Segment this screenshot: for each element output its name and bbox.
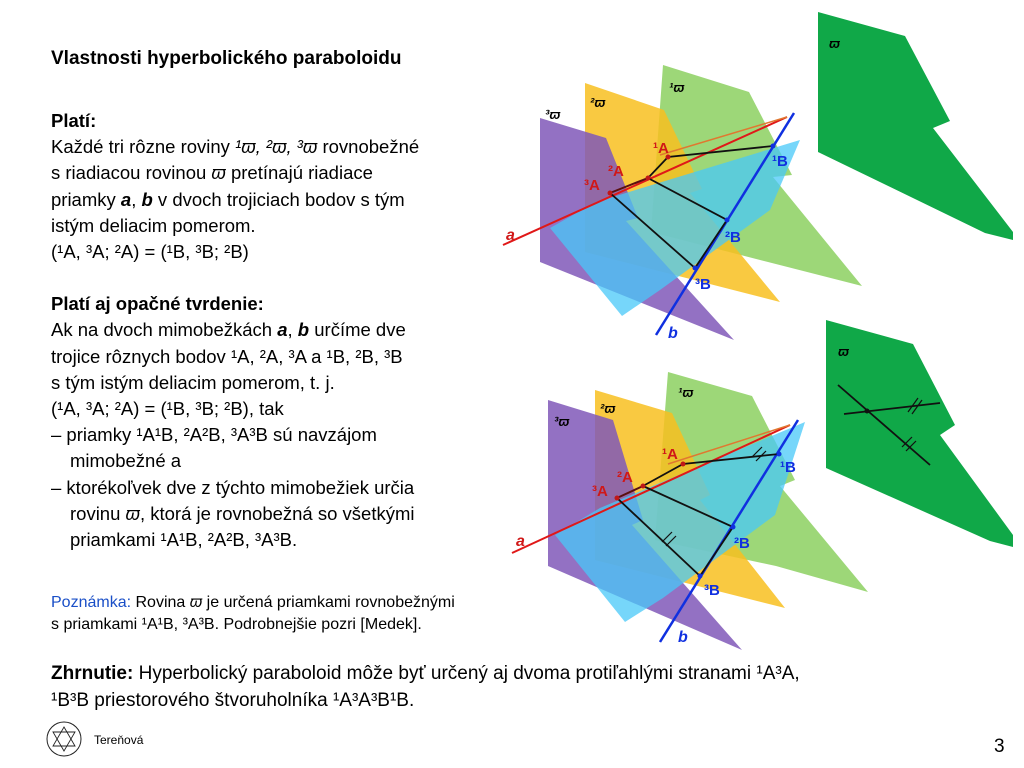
label-A1-bottom: ¹A [662,446,678,463]
label-b-bottom: b [678,629,688,646]
summary-line2: ¹B³B priestorového štvoruholníka ¹A³A³B¹… [51,690,415,711]
main-text: Platí: Každé tri rôzne roviny ¹ϖ, ²ϖ, ³ϖ… [51,108,521,553]
label-A3-bottom: ³A [592,483,608,500]
label-B1-bottom: ¹B [780,459,796,476]
p2-line9: priamkami ¹A¹B, ²A²B, ³A³B. [70,529,298,551]
p2-line3: s tým istým deliacim pomerom, t. j. [51,371,335,393]
plane-3-top [540,118,734,340]
note: Poznámka: Rovina ϖ je určená priamkami r… [51,592,571,636]
line-a-bottom-ext [667,424,791,465]
p2-line7: – ktorékoľvek dve z týchto mimobežiek ur… [51,476,415,498]
summary: Zhrnutie: Hyperbolický paraboloid môže b… [51,660,981,714]
plane-3-bottom [548,400,742,650]
omega-line-2 [837,384,931,466]
label-A2-top: ²A [608,163,624,180]
p1-line3: priamky a, b v dvoch trojiciach bodov s … [51,188,405,210]
label-a-bottom: a [516,533,525,550]
label-omega-top: ϖ [829,36,841,51]
figure-top: ϖ ¹ϖ ²ϖ ³ϖ ¹A ²A ³A ¹B ²B ³B a b [502,12,1013,342]
p2-line1: Ak na dvoch mimobežkách a, b určíme dve [51,319,406,341]
label-B1-top: ¹B [772,153,788,170]
note-line2: s priamkami ¹A¹B, ³A³B. Podrobnejšie poz… [51,616,422,633]
label-omega-bottom: ϖ [838,344,850,359]
plane-cyan-bottom [555,422,805,622]
label-a-top: a [506,227,515,244]
summary-label: Zhrnutie: [51,663,134,684]
p2-line2: trojice rôznych bodov ¹A, ²A, ³A a ¹B, ²… [51,345,403,367]
omega-line-1 [843,402,941,415]
label-B3-bottom: ³B [704,582,720,599]
p1-line1: Každé tri rôzne roviny ¹ϖ, ²ϖ, ³ϖ rovnob… [51,136,420,158]
label-b-top: b [668,325,678,342]
label-p1-bottom: ¹ϖ [678,385,694,400]
p2-line6: mimobežné a [70,450,182,472]
line-b-bottom [658,419,800,643]
label-p2-bottom: ²ϖ [600,401,616,416]
page-number: 3 [994,736,1005,757]
summary-line1: Zhrnutie: Hyperbolický paraboloid môže b… [51,663,800,684]
line-a-top-ext [659,116,788,156]
note-label: Poznámka: [51,594,132,611]
p2-heading: Platí aj opačné tvrdenie: [51,293,264,315]
plane-omega-bottom [826,320,1013,547]
p2-line4: (¹A, ³A; ²A) = (¹B, ³B; ²B), tak [51,398,284,420]
label-p2-top: ²ϖ [590,95,606,110]
line-a-top [502,116,788,246]
quad-bottom [616,453,780,578]
label-B2-bottom: ²B [734,535,750,552]
label-B3-top: ³B [695,276,711,293]
p1-line2: s riadiacou rovinou ϖ pretínajú riadiace [51,162,373,184]
slide-title: Vlastnosti hyperbolického paraboloidu [51,48,402,69]
p1-line4: istým deliacim pomerom. [51,214,256,236]
figure-bottom: ϖ ¹ϖ ²ϖ ³ϖ ¹A ²A ³A ¹B ²B ³B a b [511,320,1013,650]
label-B2-top: ²B [725,229,741,246]
label-A2-bottom: ²A [617,469,633,486]
label-A1-top: ¹A [653,140,669,157]
p2-line8: rovinu ϖ, ktorá je rovnobežná so všetkým… [70,502,415,524]
p1-heading: Platí: [51,110,97,131]
author: Tereňová [94,733,144,747]
label-A3-top: ³A [584,177,600,194]
label-p1-top: ¹ϖ [669,80,685,95]
plane-cyan-top [550,140,800,316]
plane-omega-top [818,12,1013,240]
quad-top [609,145,774,270]
label-p3-top: ³ϖ [545,107,561,122]
p1-line5: (¹A, ³A; ²A) = (¹B, ³B; ²B) [51,241,249,263]
p2-line5: – priamky ¹A¹B, ²A²B, ³A³B sú navzájom [51,424,377,446]
label-p3-bottom: ³ϖ [554,414,570,429]
note-line1: Poznámka: Rovina ϖ je určená priamkami r… [51,594,455,611]
logo-icon [46,721,82,757]
